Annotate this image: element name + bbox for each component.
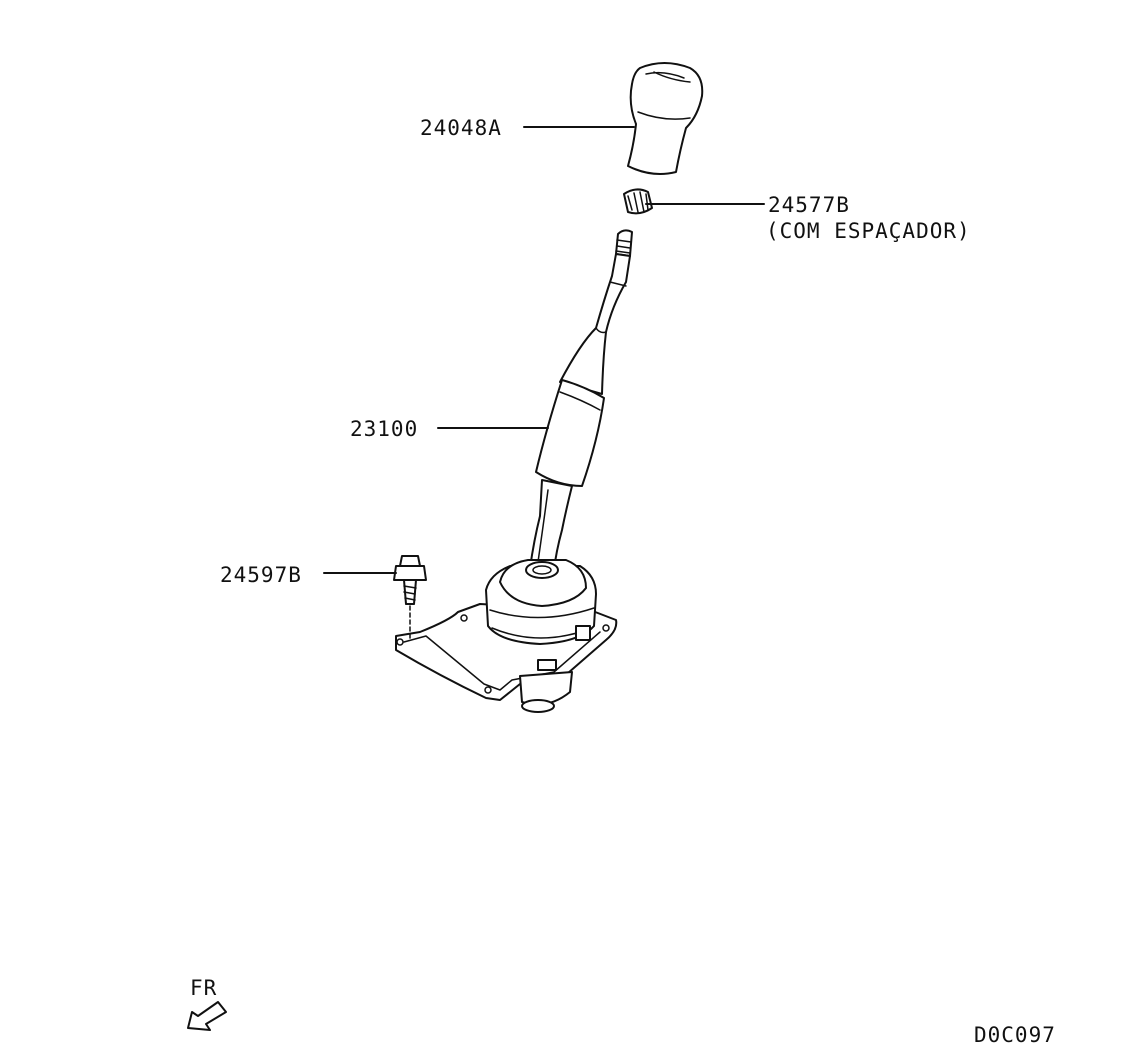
nut-with-spacer[interactable] (623, 188, 653, 215)
drawing-code: D0C097 (974, 1023, 1056, 1047)
shift-knob[interactable] (627, 62, 704, 175)
direction-label: FR (190, 976, 217, 1000)
shifter-housing (395, 559, 618, 713)
part-number-nut: 24577B (768, 193, 850, 217)
part-number-bolt: 24597B (220, 563, 302, 587)
front-arrow-icon (187, 1001, 227, 1031)
part-note-nut: (COM ESPAÇADOR) (766, 219, 971, 243)
part-number-knob: 24048A (420, 116, 502, 140)
leader-lines (323, 126, 765, 574)
shift-lever[interactable] (529, 229, 633, 571)
bolt[interactable] (393, 555, 427, 639)
part-number-lever: 23100 (350, 417, 418, 441)
front-direction-indicator: FR (187, 976, 227, 1031)
